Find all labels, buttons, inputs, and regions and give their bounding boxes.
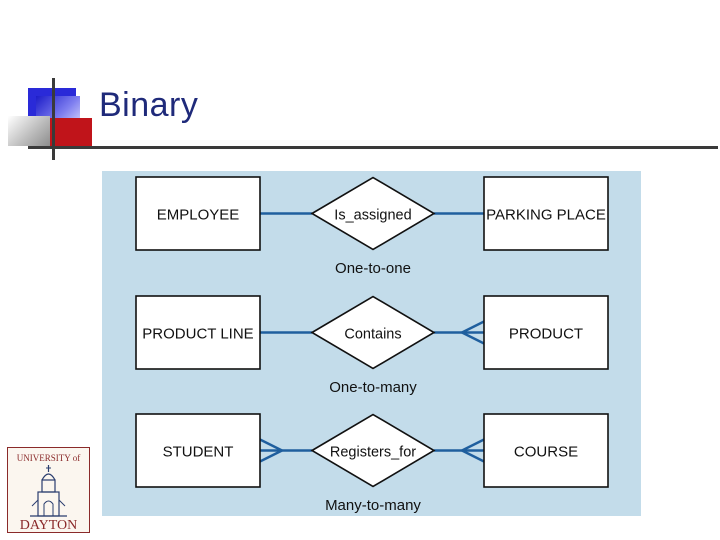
decor-gray-square xyxy=(8,116,50,146)
crows-foot-right-registers-for xyxy=(461,438,485,463)
er-diagram: EMPLOYEE PARKING PLACE Is_assignedOne-to-o… xyxy=(135,176,609,514)
crows-foot-right-contains xyxy=(461,320,485,345)
decor-red-square xyxy=(48,118,92,148)
relationship-label: Contains xyxy=(344,327,401,343)
entity-box-left xyxy=(135,413,261,488)
relationship-label: Is_assigned xyxy=(334,208,411,224)
entity-box-left xyxy=(135,295,261,370)
entity-label-right: PARKING PLACE xyxy=(486,207,606,224)
entity-label-left: PRODUCT LINE xyxy=(142,326,253,343)
entity-label-right: PRODUCT xyxy=(509,326,583,343)
relationship-diamond xyxy=(310,176,436,251)
slide-title: Binary xyxy=(99,86,199,124)
cardinality-label: Many-to-many xyxy=(325,497,421,514)
logo-text-top: UNIVERSITY of xyxy=(17,453,80,463)
chapel-dome-icon: UNIVERSITY of DAYTON xyxy=(17,453,80,533)
entity-box-right xyxy=(483,413,609,488)
entity-label-right: COURSE xyxy=(514,444,578,461)
entity-label-left: STUDENT xyxy=(163,444,234,461)
cardinality-label: One-to-one xyxy=(335,260,411,277)
relationship-diamond xyxy=(310,295,436,370)
relationship-diamond xyxy=(310,413,436,488)
cardinality-label: One-to-many xyxy=(329,379,417,396)
logo-text-bottom: DAYTON xyxy=(20,518,78,532)
entity-box-right xyxy=(483,295,609,370)
relationship-label: Registers_for xyxy=(330,445,416,461)
title-divider xyxy=(28,146,718,149)
entity-box-right xyxy=(483,176,609,251)
entity-label-left: EMPLOYEE xyxy=(157,207,240,224)
entity-box-left xyxy=(135,176,261,251)
decor-vertical-bar xyxy=(52,78,55,160)
university-logo: UNIVERSITY of DAYTON xyxy=(7,447,90,533)
crows-foot-left-registers-for xyxy=(259,438,283,463)
